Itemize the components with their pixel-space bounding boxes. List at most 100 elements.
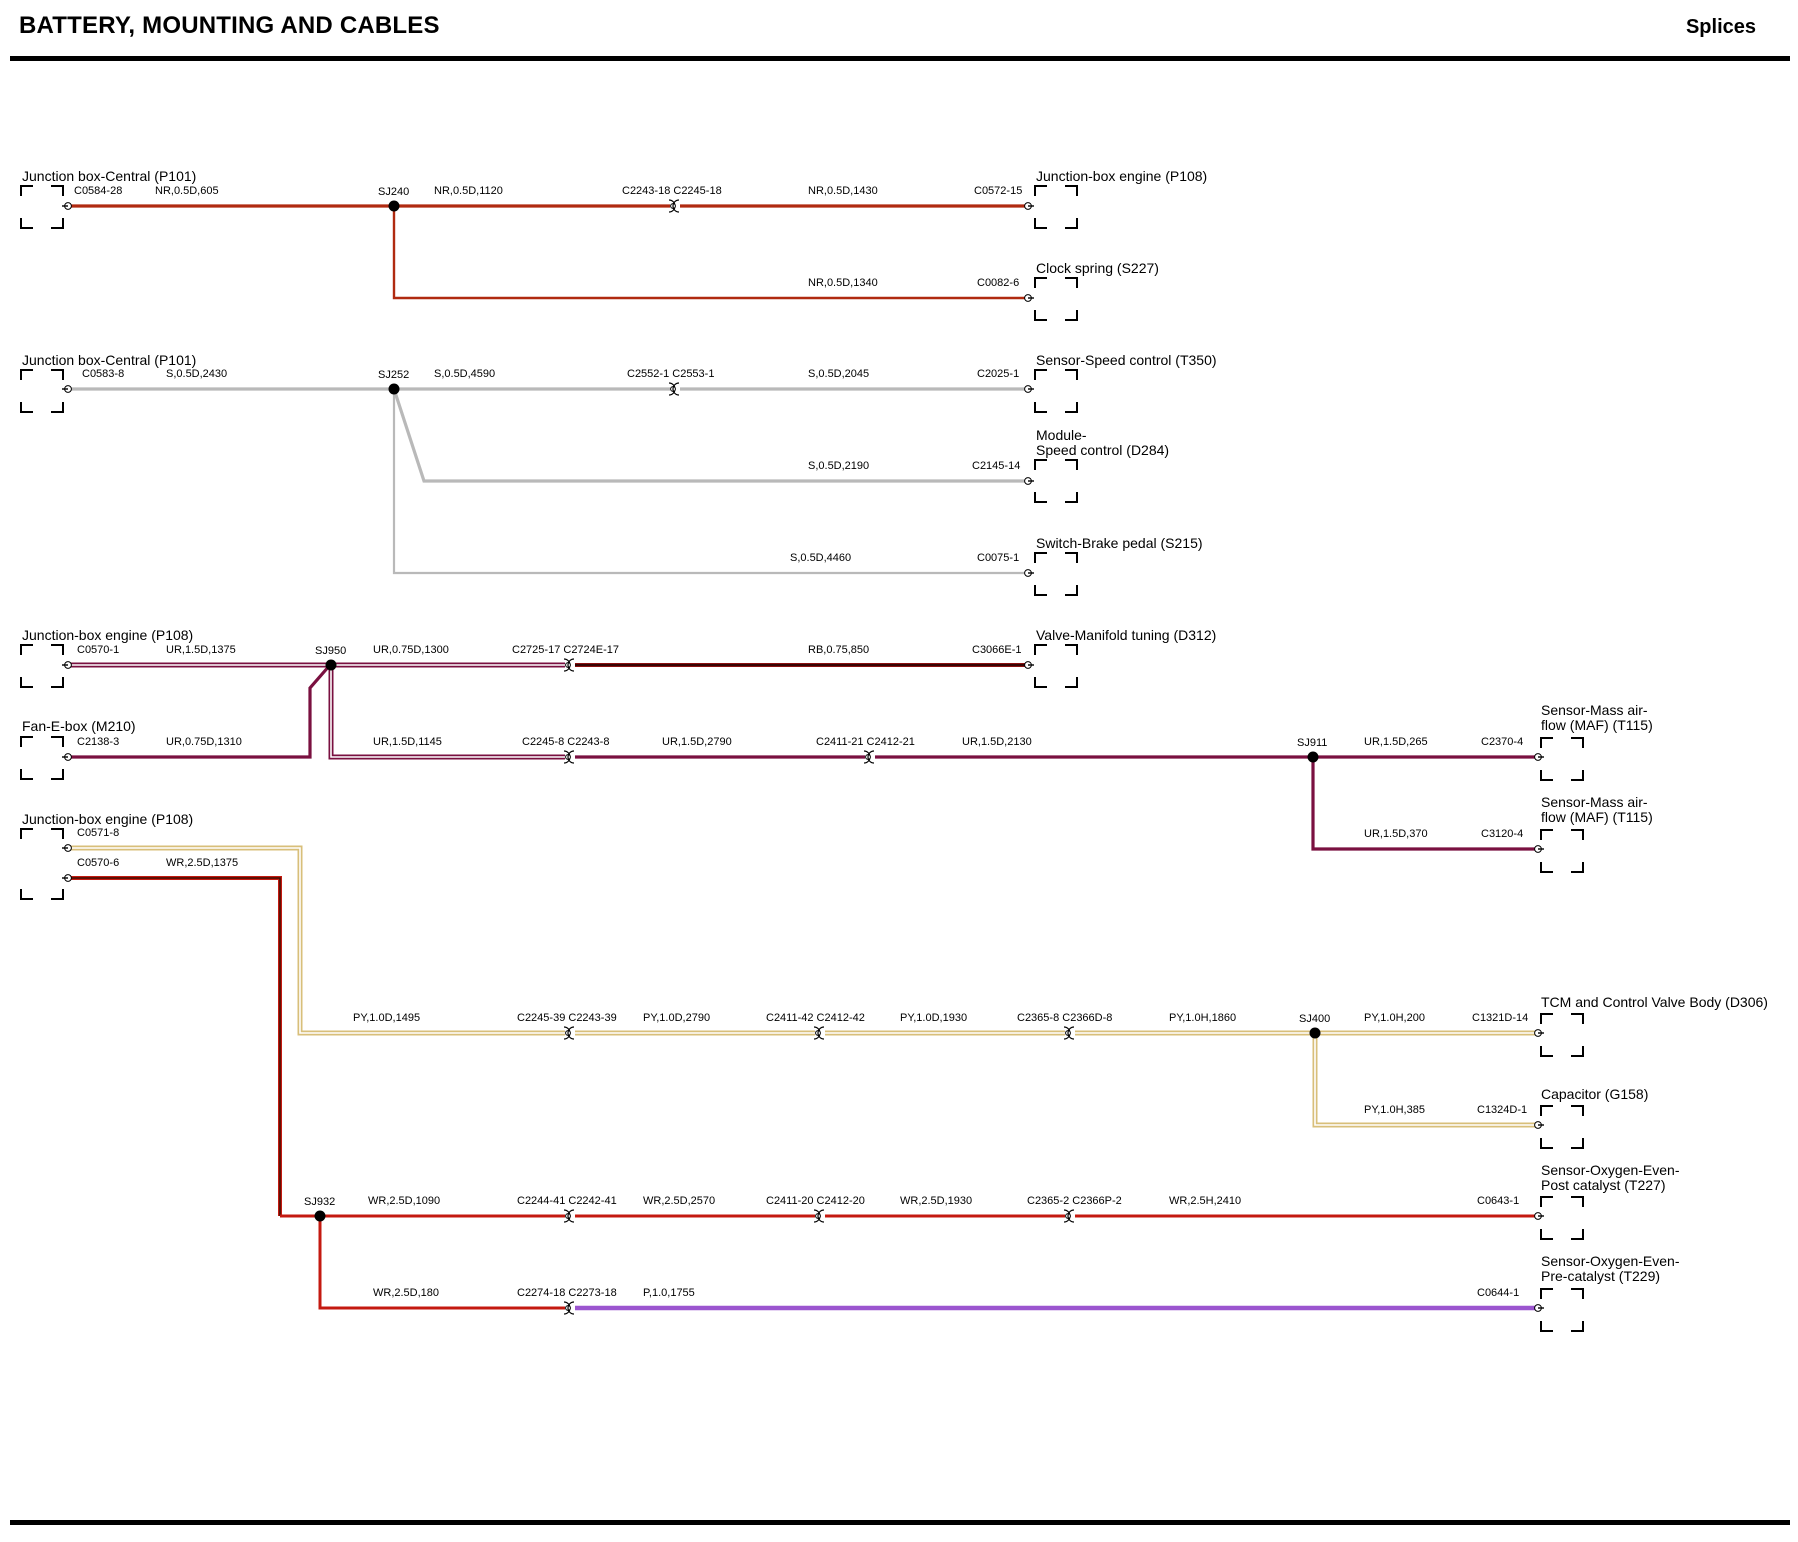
label-py-1495: PY,1.0D,1495	[353, 1012, 420, 1024]
device-sensor-oxygen-pre-catalyst-label: Pre-catalyst (T229)	[1541, 1268, 1660, 1284]
label-s-2430: S,0.5D,2430	[166, 368, 227, 380]
label-rb-850: RB,0.75,850	[808, 644, 869, 656]
label-c2274-18: C2274-18 C2273-18	[517, 1287, 617, 1299]
device-junction-box-engine-2-box	[20, 644, 64, 688]
wire-wr-1375	[68, 876, 282, 1216]
label-c2411-21: C2411-21 C2412-21	[816, 736, 915, 748]
inline-c2365-8-b	[1067, 1026, 1075, 1040]
device-sensor-oxygen-pre-catalyst-label: Sensor-Oxygen-Even-	[1541, 1253, 1680, 1269]
device-valve-manifold-tuning-box	[1034, 644, 1078, 688]
label-ur-1375: UR,1.5D,1375	[166, 644, 236, 656]
label-c2245-39: C2245-39 C2243-39	[517, 1012, 617, 1024]
device-tcm-control-valve-body-box	[1540, 1013, 1584, 1057]
label-ur-370: UR,1.5D,370	[1364, 828, 1428, 840]
bottom-rule	[10, 1520, 1790, 1525]
label-py-1860: PY,1.0H,1860	[1169, 1012, 1236, 1024]
label-c0570-1: C0570-1	[77, 644, 119, 656]
device-junction-box-central-1-label: Junction box-Central (P101)	[22, 168, 196, 184]
device-sensor-maf-2-label: flow (MAF) (T115)	[1541, 809, 1653, 825]
label-ur-1300: UR,0.75D,1300	[373, 644, 449, 656]
device-tcm-control-valve-body-label: TCM and Control Valve Body (D306)	[1541, 994, 1768, 1010]
inline-c2243-18-b	[672, 199, 680, 213]
device-sensor-maf-2-label: Sensor-Mass air-	[1541, 794, 1648, 810]
label-c2245-8: C2245-8 C2243-8	[522, 736, 609, 748]
inline-c2365-2-b	[1067, 1209, 1075, 1223]
splice-sj911	[1307, 751, 1319, 763]
label-c0570-6: C0570-6	[77, 857, 119, 869]
label-c2725-17: C2725-17 C2724E-17	[512, 644, 619, 656]
device-module-speed-control-label: Module-	[1036, 427, 1087, 443]
splice-sj252	[388, 383, 400, 395]
device-fan-e-box-box	[20, 736, 64, 780]
label-c0082-6: C0082-6	[977, 277, 1019, 289]
label-c2370-4: C2370-4	[1481, 736, 1523, 748]
label-c2025-1: C2025-1	[977, 368, 1019, 380]
device-valve-manifold-tuning-label: Valve-Manifold tuning (D312)	[1036, 627, 1216, 643]
label-py-200: PY,1.0H,200	[1364, 1012, 1425, 1024]
label-c2138-3: C2138-3	[77, 736, 119, 748]
section-title: Splices	[1685, 16, 1756, 38]
label-c0075-1: C0075-1	[977, 552, 1019, 564]
device-junction-box-engine-1-label: Junction-box engine (P108)	[1036, 168, 1207, 184]
inline-c2725-17-b	[567, 658, 575, 672]
label-ur-265: UR,1.5D,265	[1364, 736, 1428, 748]
device-junction-box-engine-3-label: Junction-box engine (P108)	[22, 811, 193, 827]
device-switch-brake-pedal-label: Switch-Brake pedal (S215)	[1036, 535, 1203, 551]
label-c2411-20: C2411-20 C2412-20	[766, 1195, 865, 1207]
splice-sj400-label: SJ400	[1299, 1013, 1330, 1025]
label-wr-1375: WR,2.5D,1375	[166, 857, 238, 869]
label-wr-1090: WR,2.5D,1090	[368, 1195, 440, 1207]
device-junction-box-engine-3-box	[20, 828, 64, 900]
label-wr-1930: WR,2.5D,1930	[900, 1195, 972, 1207]
label-s-2045: S,0.5D,2045	[808, 368, 869, 380]
label-c2243-18: C2243-18 C2245-18	[622, 185, 722, 197]
label-wr-2410: WR,2.5H,2410	[1169, 1195, 1241, 1207]
device-sensor-maf-1-box	[1540, 737, 1584, 781]
device-sensor-maf-1-label: flow (MAF) (T115)	[1541, 717, 1653, 733]
wire-py-1495-core	[68, 847, 565, 1034]
page-title: BATTERY, MOUNTING AND CABLES	[19, 12, 440, 39]
label-c0644-1: C0644-1	[1477, 1287, 1519, 1299]
wire-py-385-core	[1314, 1033, 1535, 1126]
label-s-4460: S,0.5D,4460	[790, 552, 851, 564]
inline-c2245-39-b	[567, 1026, 575, 1040]
device-sensor-oxygen-pre-catalyst-box	[1540, 1288, 1584, 1332]
device-clock-spring-label: Clock spring (S227)	[1036, 260, 1159, 276]
label-c2145-14: C2145-14	[972, 460, 1020, 472]
label-c0571-8: C0571-8	[77, 827, 119, 839]
label-c2365-8: C2365-8 C2366D-8	[1017, 1012, 1112, 1024]
device-junction-box-engine-2-label: Junction-box engine (P108)	[22, 627, 193, 643]
label-c0584-28: C0584-28	[74, 185, 122, 197]
splice-sj950-label: SJ950	[315, 645, 346, 657]
wire-wr-180	[318, 1216, 565, 1310]
label-s-4590: S,0.5D,4590	[434, 368, 495, 380]
wire-s-4460	[392, 389, 1025, 575]
label-ur-2790: UR,1.5D,2790	[662, 736, 732, 748]
label-c2552-1: C2552-1 C2553-1	[627, 368, 714, 380]
wire-ur-1145-core	[330, 665, 565, 758]
label-ur-1145: UR,1.5D,1145	[373, 736, 442, 748]
wire-nr-1340	[392, 206, 1025, 300]
inline-c2411-42-b	[817, 1026, 825, 1040]
label-s-2190: S,0.5D,2190	[808, 460, 869, 472]
splice-sj911-label: SJ911	[1297, 737, 1327, 749]
device-sensor-oxygen-post-catalyst-label: Sensor-Oxygen-Even-	[1541, 1162, 1680, 1178]
device-junction-box-engine-1-box	[1034, 185, 1078, 229]
device-sensor-maf-2-box	[1540, 829, 1584, 873]
label-c3066e-1: C3066E-1	[972, 644, 1022, 656]
wire-ur-370	[1311, 757, 1535, 851]
device-module-speed-control-box	[1034, 459, 1078, 503]
splice-sj932-label: SJ932	[304, 1196, 335, 1208]
inline-c2274-18-b	[567, 1301, 575, 1315]
device-clock-spring-box	[1034, 277, 1078, 321]
label-wr-2570: WR,2.5D,2570	[643, 1195, 715, 1207]
label-nr-605: NR,0.5D,605	[155, 185, 219, 197]
inline-c2552-1-b	[672, 382, 680, 396]
device-sensor-speed-control-label: Sensor-Speed control (T350)	[1036, 352, 1217, 368]
device-module-speed-control-label: Speed control (D284)	[1036, 442, 1169, 458]
device-capacitor-box	[1540, 1105, 1584, 1149]
wire-py-1495	[68, 845, 565, 1036]
device-sensor-oxygen-post-catalyst-label: Post catalyst (T227)	[1541, 1177, 1666, 1193]
label-py-385: PY,1.0H,385	[1364, 1104, 1425, 1116]
label-c0583-8: C0583-8	[82, 368, 124, 380]
